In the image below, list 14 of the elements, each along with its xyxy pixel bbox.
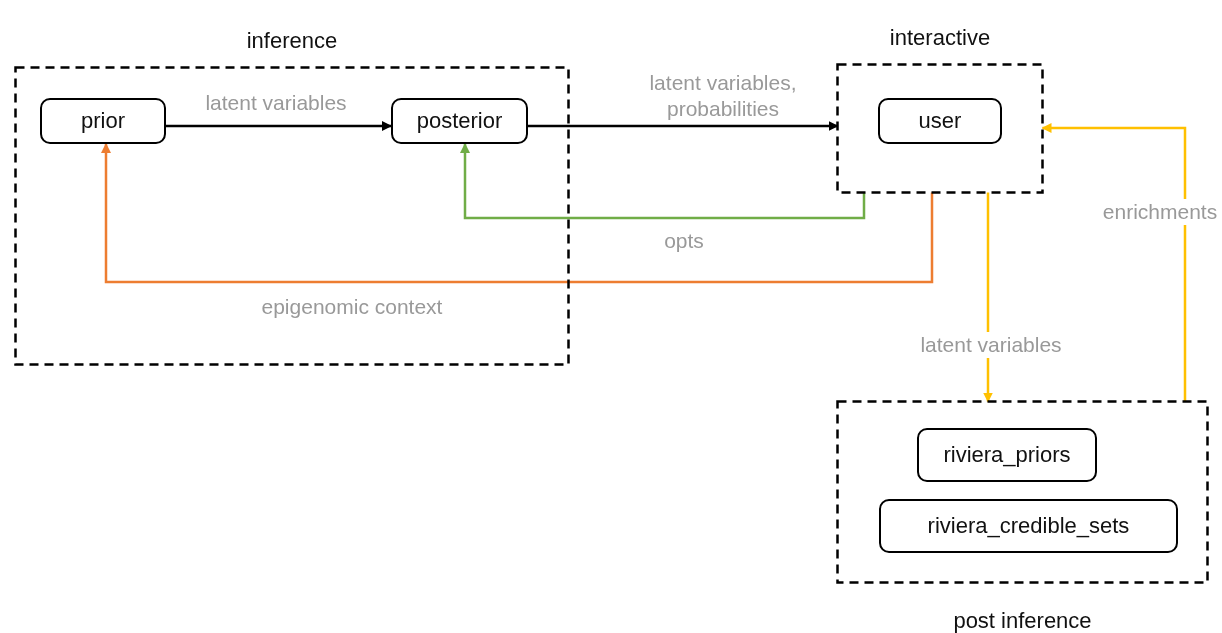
process-box: riviera_credible_sets [879, 499, 1178, 553]
process-box: riviera_priors [917, 428, 1097, 482]
process-box: user [878, 98, 1002, 144]
group-heading: inference [246, 27, 338, 55]
arrow [1041, 123, 1187, 402]
group-heading: post inference [953, 607, 1092, 633]
arrow [101, 143, 934, 284]
process-box: posterior [391, 98, 528, 144]
arrow [460, 143, 866, 220]
process-box: prior [40, 98, 166, 144]
group-heading: interactive [889, 24, 991, 52]
arrow [528, 121, 839, 131]
arrow [983, 192, 993, 403]
arrow [166, 121, 392, 131]
